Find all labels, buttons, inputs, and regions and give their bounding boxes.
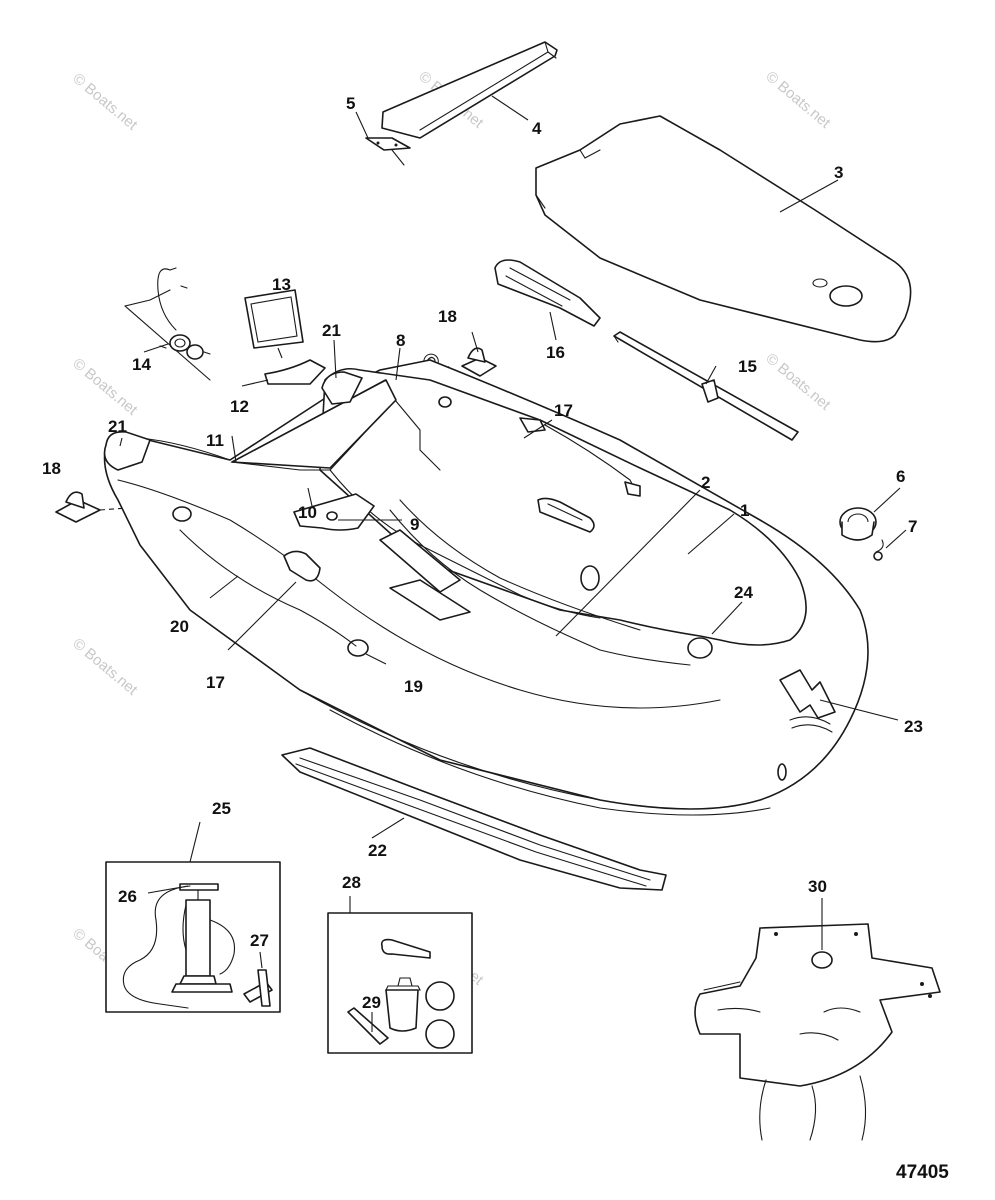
callout-17b: 17 bbox=[206, 673, 225, 692]
callout-13: 13 bbox=[272, 275, 291, 294]
transom-pad-part[interactable] bbox=[264, 359, 326, 385]
callout-26: 26 bbox=[118, 887, 137, 906]
callout-29: 29 bbox=[362, 993, 381, 1012]
watermark: © Boats.net bbox=[762, 350, 834, 414]
callout-27: 27 bbox=[250, 931, 269, 950]
watermark: © Boats.net bbox=[762, 68, 834, 132]
pump-kit-box[interactable] bbox=[105, 861, 281, 1013]
callout-17a: 17 bbox=[554, 401, 573, 420]
oarlock-part-top[interactable] bbox=[461, 347, 497, 377]
callout-labels: 1 2 3 4 5 6 7 8 9 10 11 12 13 14 15 16 1… bbox=[42, 94, 923, 1012]
callout-28: 28 bbox=[342, 873, 361, 892]
floor-board-part[interactable] bbox=[535, 115, 912, 343]
callout-9: 9 bbox=[410, 515, 419, 534]
callout-15: 15 bbox=[738, 357, 757, 376]
diagram-number: 47405 bbox=[896, 1162, 949, 1183]
oar-shaft-part[interactable] bbox=[613, 331, 799, 441]
callout-7: 7 bbox=[908, 517, 917, 536]
callout-8: 8 bbox=[396, 331, 405, 350]
callout-24: 24 bbox=[734, 583, 753, 602]
callout-14: 14 bbox=[132, 355, 151, 374]
callout-25: 25 bbox=[212, 799, 231, 818]
callout-10: 10 bbox=[298, 503, 317, 522]
callout-12: 12 bbox=[230, 397, 249, 416]
callout-18b: 18 bbox=[42, 459, 61, 478]
callout-21a: 21 bbox=[322, 321, 341, 340]
callout-11: 11 bbox=[206, 431, 224, 450]
valve-assembly-part[interactable] bbox=[124, 267, 211, 381]
callout-30: 30 bbox=[808, 877, 827, 896]
callout-22: 22 bbox=[368, 841, 387, 860]
callout-20: 20 bbox=[170, 617, 189, 636]
callout-18a: 18 bbox=[438, 307, 457, 326]
watermark: © Boats.net bbox=[69, 355, 141, 419]
callout-23: 23 bbox=[904, 717, 923, 736]
callout-5: 5 bbox=[346, 94, 355, 113]
watermark: © Boats.net bbox=[69, 635, 141, 699]
callout-19: 19 bbox=[404, 677, 423, 696]
callout-3: 3 bbox=[834, 163, 843, 182]
callout-16: 16 bbox=[546, 343, 565, 362]
repair-kit-box[interactable] bbox=[327, 912, 473, 1054]
callout-21b: 21 bbox=[108, 417, 127, 436]
boat-cover-part[interactable] bbox=[694, 923, 941, 1141]
watermark: © Boats.net bbox=[69, 70, 141, 134]
transom-plate-part[interactable] bbox=[244, 289, 304, 349]
drain-plug-part[interactable] bbox=[839, 507, 884, 561]
leader-lines bbox=[119, 95, 907, 1032]
keel-strip-part[interactable] bbox=[281, 747, 667, 891]
callout-4: 4 bbox=[532, 119, 542, 138]
seat-bracket-part[interactable] bbox=[365, 137, 411, 166]
callout-2: 2 bbox=[701, 473, 710, 492]
boat-hull-part[interactable] bbox=[103, 359, 869, 816]
oar-blade-part[interactable] bbox=[494, 259, 601, 327]
seat-part[interactable] bbox=[381, 41, 558, 139]
callout-1: 1 bbox=[740, 501, 749, 520]
callout-6: 6 bbox=[896, 467, 905, 486]
